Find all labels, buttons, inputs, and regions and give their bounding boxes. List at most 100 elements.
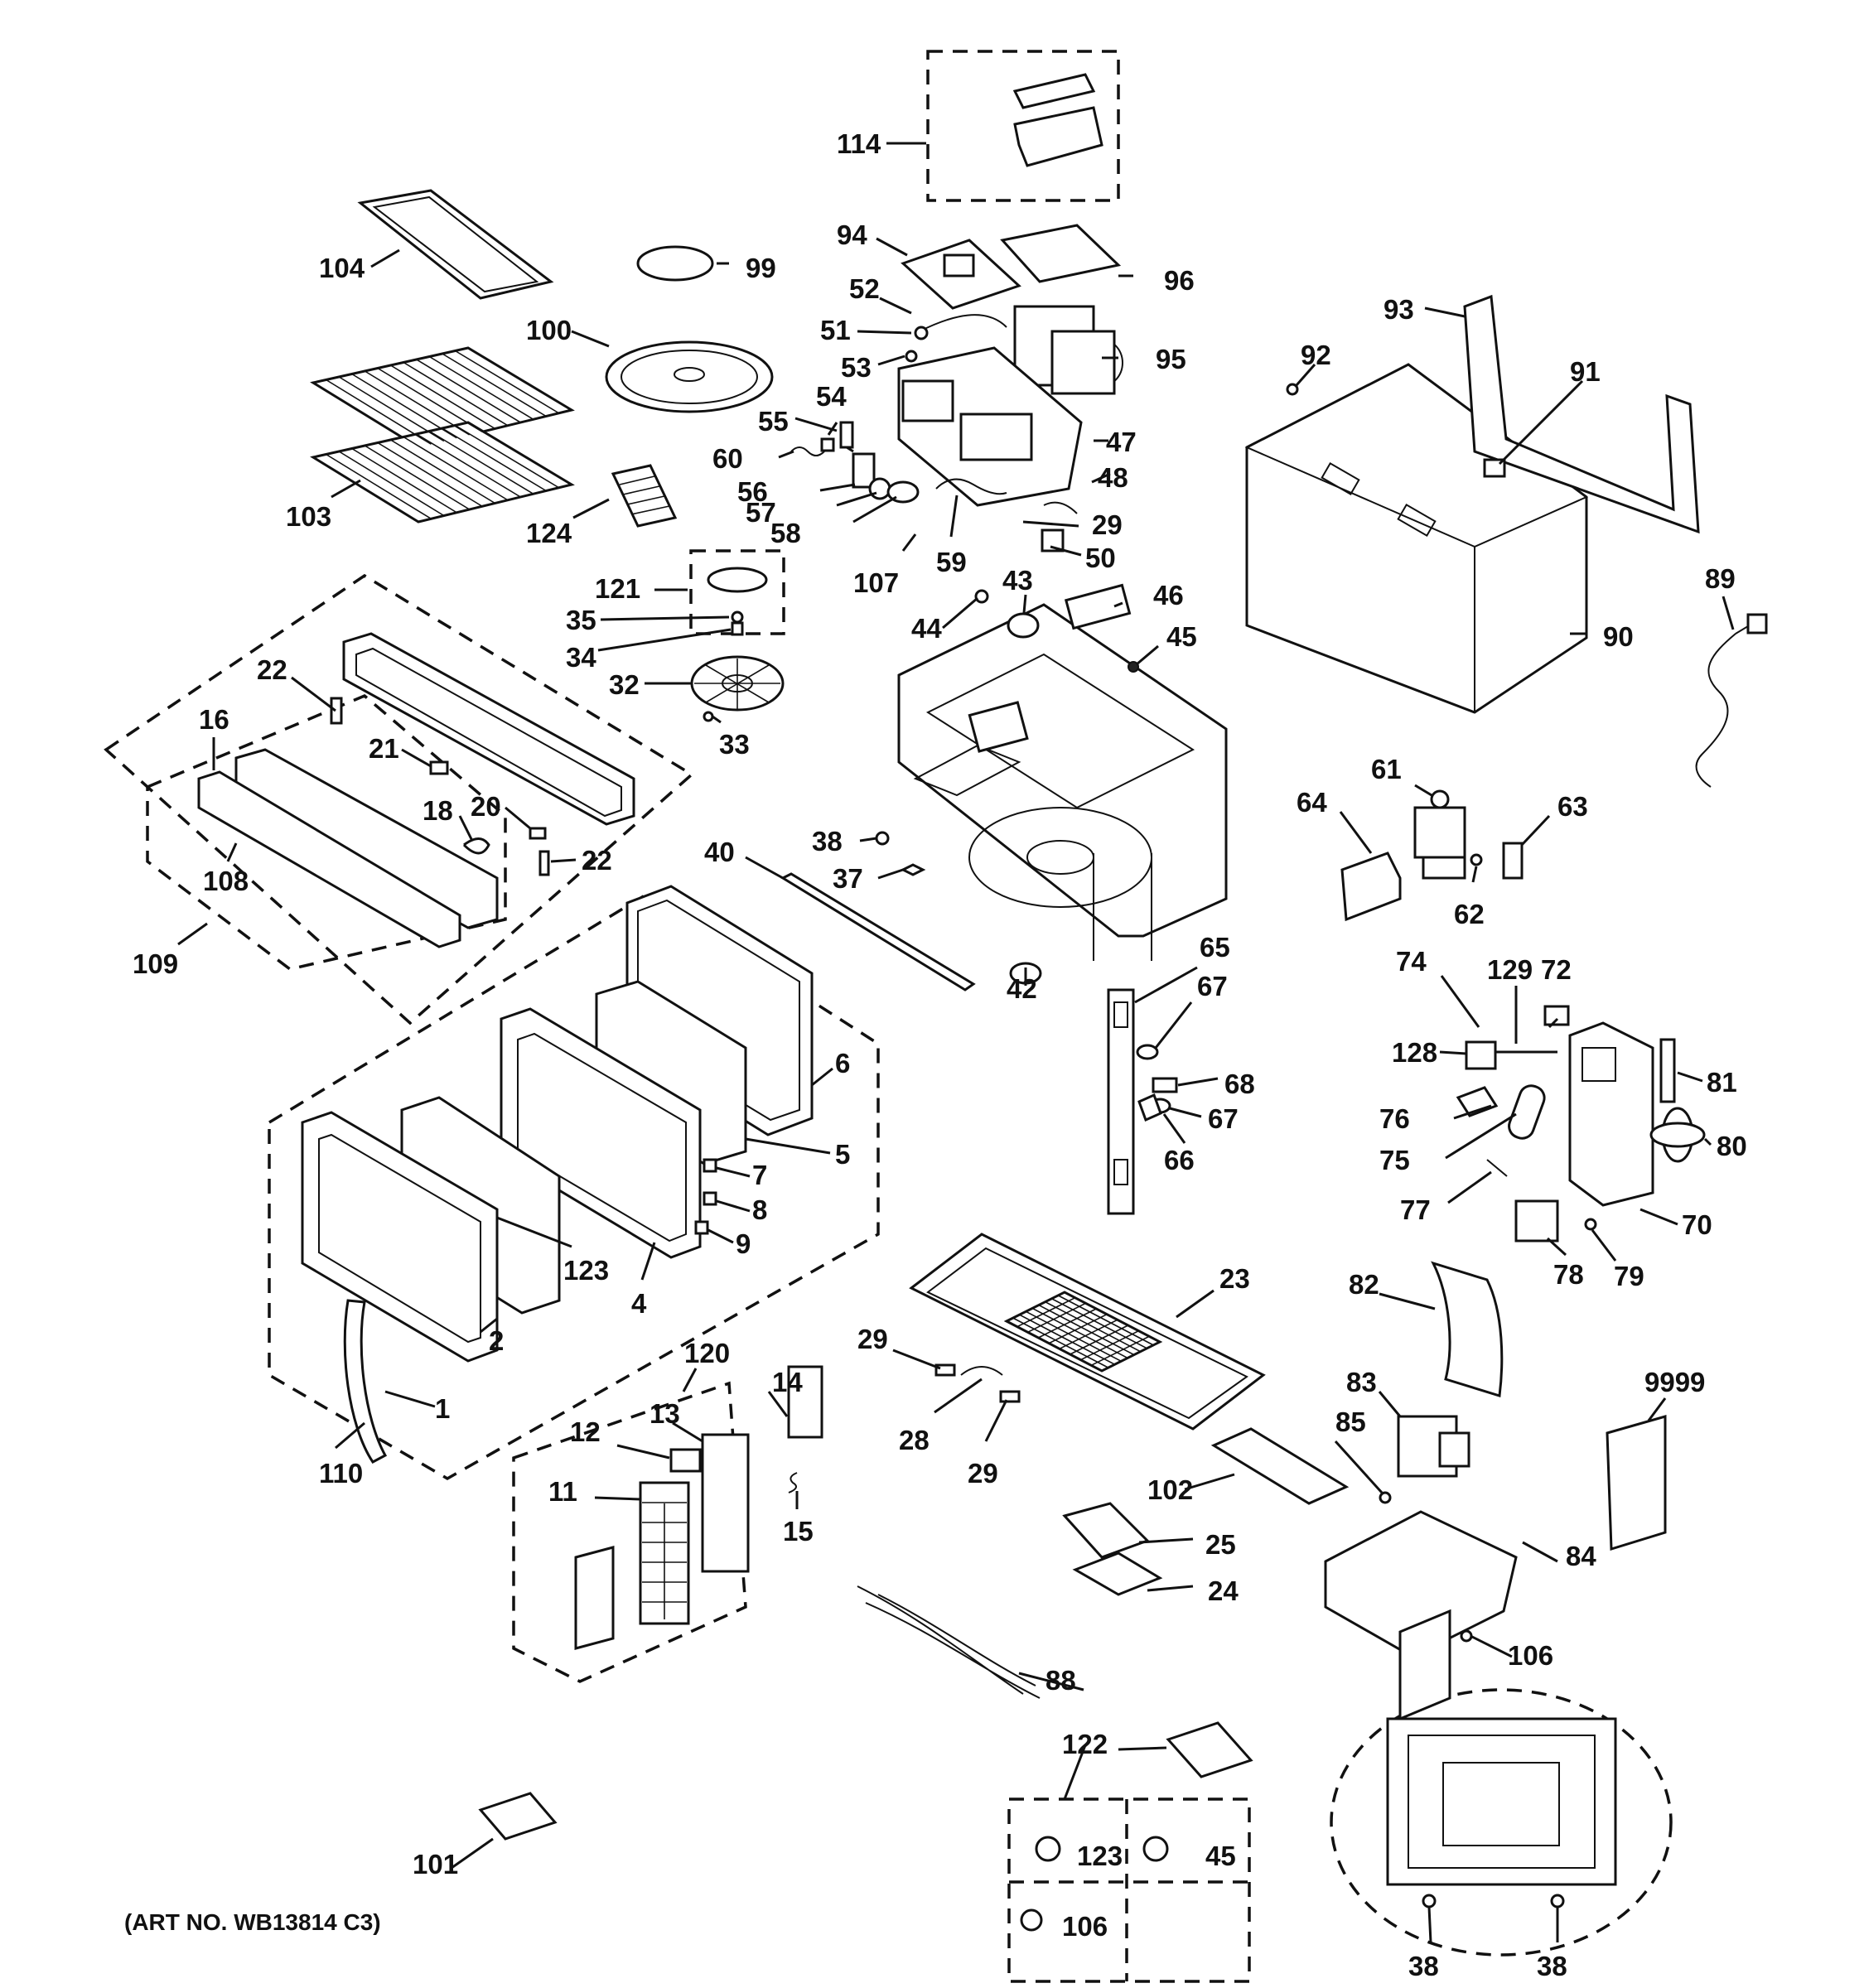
part-77-wire — [1486, 1159, 1508, 1177]
callout-33: 33 — [719, 729, 750, 760]
callout-114: 114 — [837, 128, 881, 159]
group-109-box — [104, 573, 694, 1025]
callout-42: 42 — [1007, 973, 1037, 1004]
callout-47: 47 — [1106, 427, 1137, 457]
part-124-grille — [611, 464, 678, 528]
callout-65: 65 — [1200, 932, 1230, 963]
callout-14: 14 — [772, 1367, 803, 1397]
callout-50: 50 — [1085, 543, 1116, 573]
callout-109: 109 — [133, 948, 178, 979]
callout-4: 4 — [631, 1288, 647, 1319]
callout-91: 91 — [1570, 356, 1601, 387]
group-121-box — [689, 549, 785, 635]
callout-29: 29 — [1092, 509, 1123, 540]
part-65-latch-bracket — [1107, 988, 1135, 1215]
part-34-shaft — [731, 621, 744, 636]
callout-8: 8 — [752, 1194, 767, 1225]
callout-16: 16 — [199, 704, 229, 735]
callout-34: 34 — [566, 642, 596, 673]
callout-21: 21 — [369, 733, 399, 764]
callout-108: 108 — [203, 866, 249, 896]
part-2-door-front — [301, 1111, 499, 1363]
part-76-cap-bracket — [1456, 1086, 1499, 1117]
callout-9: 9 — [736, 1228, 751, 1259]
part-52-wire — [919, 314, 1007, 332]
callout-78: 78 — [1553, 1259, 1584, 1290]
part-63-bracket — [1502, 842, 1524, 880]
callout-13: 13 — [650, 1398, 680, 1429]
callout-38: 38 — [812, 826, 843, 856]
callout-35: 35 — [566, 605, 596, 635]
callout-45: 45 — [1205, 1841, 1236, 1871]
callout-84: 84 — [1566, 1541, 1596, 1571]
leader-lines — [177, 142, 1735, 1943]
callout-18: 18 — [423, 795, 453, 826]
part-48-wire — [1043, 501, 1078, 514]
callout-20: 20 — [471, 791, 501, 822]
part-22-vent-frame — [342, 632, 635, 826]
callout-61: 61 — [1371, 754, 1402, 784]
part-54-bracket — [839, 421, 854, 449]
part-96-bracket — [1000, 224, 1122, 283]
part-84-base-plate — [1324, 1510, 1518, 1658]
callout-74: 74 — [1396, 946, 1427, 977]
part-9-spring — [694, 1220, 709, 1235]
callout-55: 55 — [758, 406, 789, 437]
part-75-capacitor — [1508, 1084, 1546, 1140]
part-15-spring — [788, 1472, 798, 1493]
part-61-magnetron — [1413, 789, 1466, 880]
callout-83: 83 — [1346, 1367, 1377, 1397]
part-45-nut-kit — [1142, 1836, 1169, 1862]
part-64-duct — [1340, 852, 1402, 922]
part-7-hinge — [703, 1158, 717, 1173]
part-35-roller — [731, 610, 744, 624]
part-59-harness — [935, 478, 1007, 495]
part-99-roller-ring — [636, 245, 714, 282]
part-81-bracket — [1659, 1038, 1676, 1103]
callout-66: 66 — [1164, 1145, 1195, 1175]
part-22-clip-b — [538, 850, 550, 876]
callout-22: 22 — [257, 654, 287, 685]
callout-38: 38 — [1408, 1951, 1439, 1981]
part-45-nut — [1128, 661, 1139, 673]
part-79-screw — [1584, 1218, 1597, 1231]
part-47-duct-assembly — [897, 346, 1083, 507]
callout-25: 25 — [1205, 1529, 1236, 1560]
part-120-cover — [574, 1546, 615, 1650]
callout-45: 45 — [1166, 621, 1197, 652]
part-28-wire — [960, 1366, 1003, 1376]
callout-60: 60 — [712, 443, 743, 474]
part-cavity-frame — [897, 603, 1228, 961]
part-103-racks — [310, 346, 575, 524]
callout-121: 121 — [595, 573, 640, 604]
callout-102: 102 — [1147, 1474, 1193, 1505]
callout-92: 92 — [1301, 340, 1331, 370]
callout-64: 64 — [1297, 787, 1327, 818]
part-8-latch — [703, 1191, 717, 1206]
part-62-screw — [1470, 853, 1483, 866]
callout-2: 2 — [489, 1325, 504, 1356]
callout-67: 67 — [1197, 971, 1228, 1001]
part-123-screw — [1035, 1836, 1061, 1862]
part-104-filter — [357, 189, 554, 300]
part-78-motor — [1514, 1199, 1559, 1242]
part-93-mount-plate — [1463, 294, 1700, 534]
part-38-screw-cavity — [875, 831, 890, 846]
callout-12: 12 — [570, 1416, 601, 1447]
part-37-cover — [900, 863, 926, 876]
part-29-clip-b — [999, 1390, 1021, 1403]
callout-79: 79 — [1614, 1261, 1644, 1291]
callout-38: 38 — [1537, 1951, 1567, 1981]
callout-77: 77 — [1400, 1194, 1431, 1225]
callout-128: 128 — [1392, 1037, 1437, 1068]
callout-37: 37 — [833, 863, 863, 894]
part-94-cover-box — [943, 253, 975, 277]
callout-29: 29 — [968, 1458, 998, 1489]
callout-89: 89 — [1705, 563, 1736, 594]
part-122-packet — [1166, 1721, 1253, 1778]
part-23-bottom-plate — [909, 1233, 1266, 1431]
callout-58: 58 — [770, 518, 801, 548]
part-29-clip-a — [934, 1363, 956, 1377]
